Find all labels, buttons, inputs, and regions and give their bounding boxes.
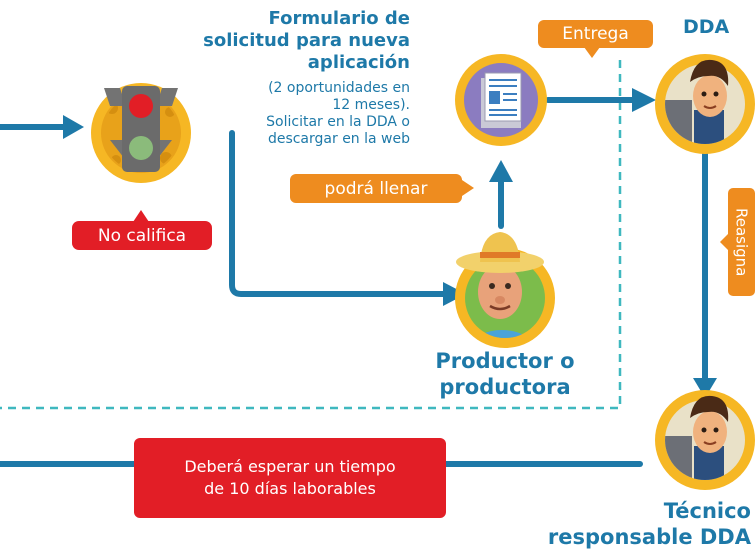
podra-llenar-pill-shape [290,174,474,203]
dda-label: DDA [683,16,730,38]
farmer-icon [455,232,555,348]
form-note-line-3: Solicitar en la DDA o [266,114,410,130]
form-note: (2 oportunidades en 12 meses). Solicitar… [266,80,410,148]
wait-box-line-1: Deberá esperar un tiempo [184,457,396,476]
traffic-light-icon [91,83,191,183]
tecnico-label-line-1: Técnico [663,499,751,523]
wait-box-text: Deberá esperar un tiempo de 10 días labo… [134,438,446,518]
arrowheads [63,88,717,398]
form-note-line-1: (2 oportunidades en [268,80,410,96]
reasigna-pill-shape [720,188,755,296]
dda-officer-icon [655,54,755,154]
dashed-return-line [0,60,622,410]
entrega-label: Entrega [562,24,629,44]
wait-box-line-2: de 10 días laborables [204,479,376,498]
no-califica-label: No califica [97,225,187,246]
no-califica-pill-shape [72,210,212,250]
producer-label-line-1: Productor o [435,349,575,373]
form-note-line-4: descargar en la web [267,131,410,147]
form-document-icon [455,54,547,146]
tecnico-label: Técnico responsable DDA [548,498,751,550]
form-title-line-2: solicitud para nueva [203,30,410,51]
reasigna-label: Reasigna [732,207,751,277]
tecnico-label-line-2: responsable DDA [547,525,751,549]
form-title-line-3: aplicación [307,52,410,73]
podra-llenar-label: podrá llenar [324,178,428,199]
producer-label: Productor o productora [405,348,605,400]
producer-label-line-2: productora [439,375,571,399]
form-note-line-2: 12 meses). [332,97,410,113]
wait-box-shape [134,438,446,518]
technician-icon [655,390,755,490]
form-title: Formulario de solicitud para nueva aplic… [203,8,410,74]
entrega-pill-shape [538,20,653,58]
form-title-line-1: Formulario de [268,8,410,29]
